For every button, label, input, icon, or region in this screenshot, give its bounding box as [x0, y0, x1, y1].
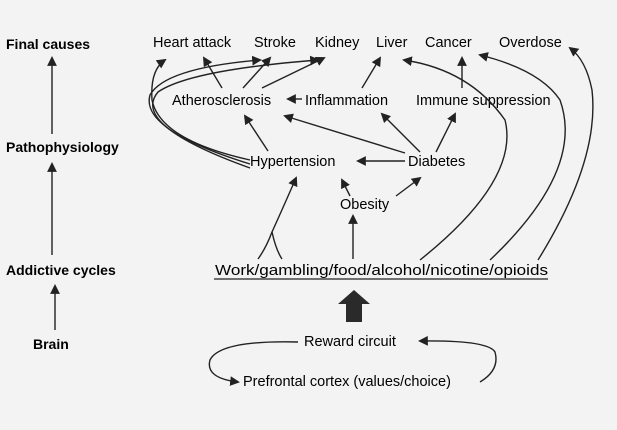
reward-to-addictions-block-arrow	[338, 290, 370, 322]
level-arrows	[47, 56, 60, 330]
level-final-causes: Final causes	[6, 36, 90, 52]
node-hypertension: Hypertension	[250, 154, 335, 170]
node-prefrontal-cortex: Prefrontal cortex (values/choice)	[243, 374, 451, 390]
node-atherosclerosis: Atherosclerosis	[172, 93, 271, 109]
node-reward-circuit: Reward circuit	[304, 334, 396, 350]
level-brain: Brain	[33, 336, 69, 352]
node-overdose: Overdose	[499, 35, 562, 51]
node-immune-suppression: Immune suppression	[416, 93, 551, 109]
node-liver: Liver	[376, 35, 408, 51]
node-obesity: Obesity	[340, 197, 390, 213]
level-addictive-cycles: Addictive cycles	[6, 262, 116, 278]
pathway-arrows	[148, 46, 594, 261]
node-cancer: Cancer	[425, 35, 472, 51]
node-kidney: Kidney	[315, 35, 360, 51]
node-addictions: Work/gambling/food/alcohol/nicotine/opio…	[215, 263, 548, 279]
brain-loop-arrows	[208, 335, 497, 386]
level-pathophysiology: Pathophysiology	[6, 139, 119, 155]
node-heart-attack: Heart attack	[153, 35, 232, 51]
node-diabetes: Diabetes	[408, 154, 465, 170]
node-inflammation: Inflammation	[305, 93, 388, 109]
node-stroke: Stroke	[254, 35, 296, 51]
